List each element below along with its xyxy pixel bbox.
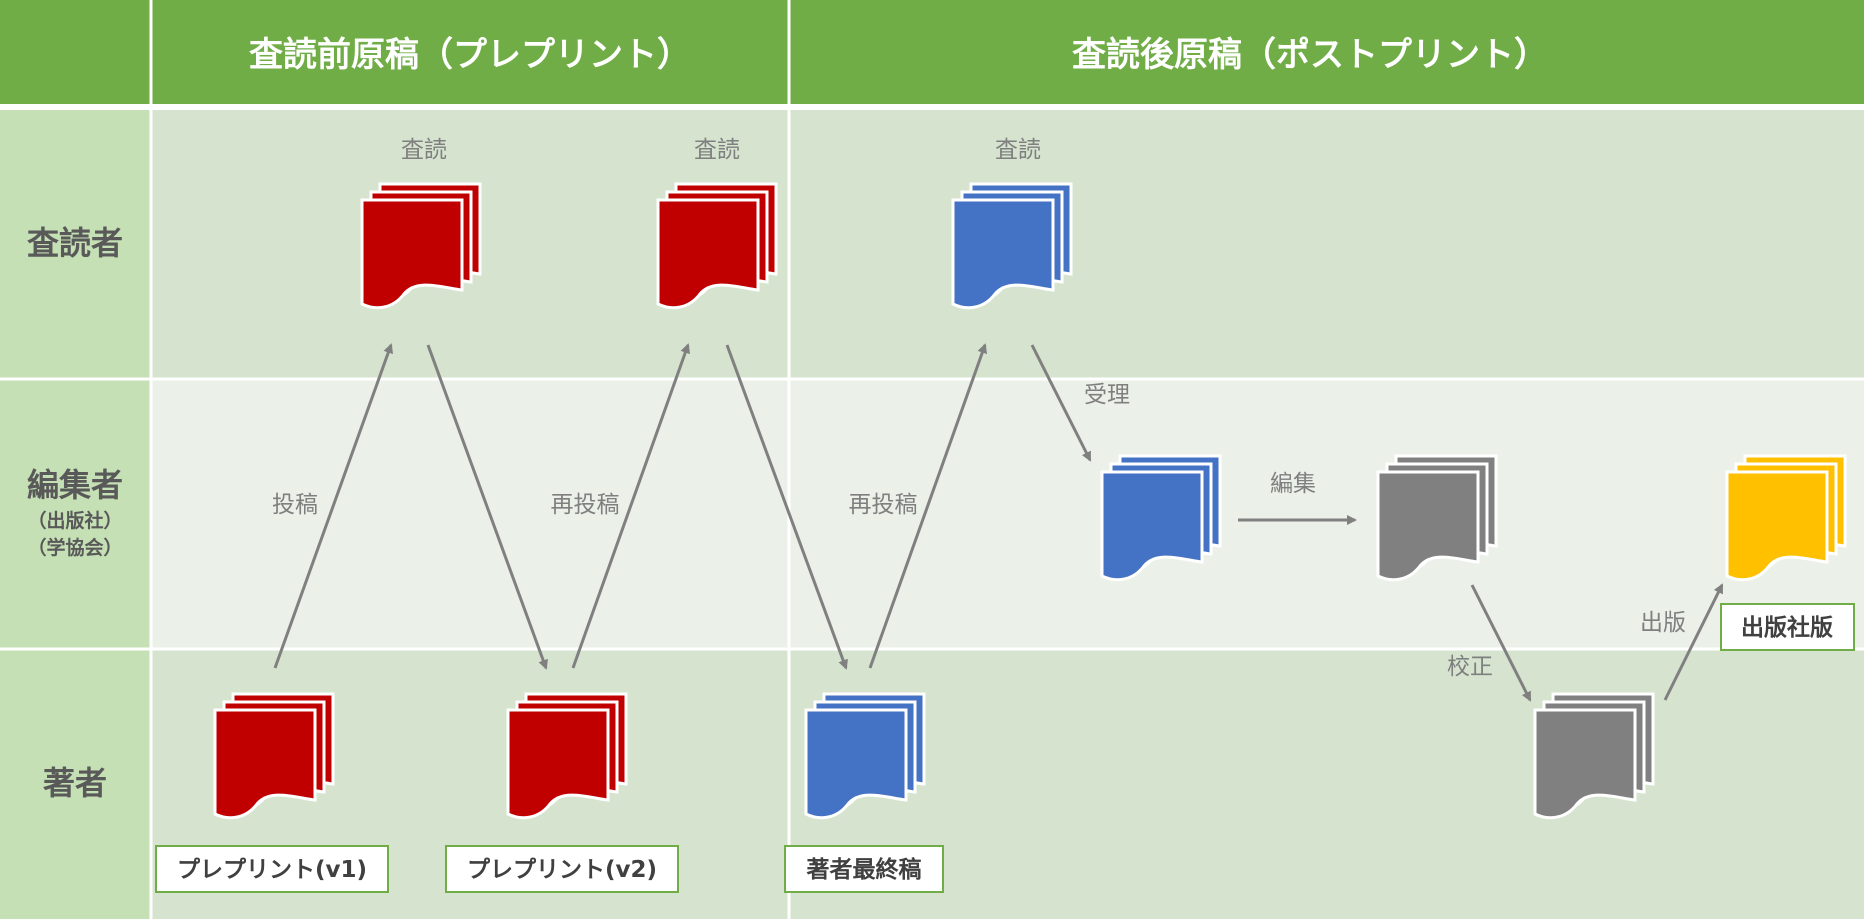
reviewer-band <box>0 110 1864 378</box>
header-divider <box>0 104 1864 110</box>
edge-label-submit: 投稿 <box>272 492 318 518</box>
arrow-review-1 <box>426 344 548 670</box>
row-label-editor-publisher: （出版社） <box>27 509 122 532</box>
edge-label-proof: 校正 <box>1447 654 1493 680</box>
edge-label-review-2: 査読 <box>694 137 740 163</box>
svg-text:出版社版: 出版社版 <box>1741 614 1833 641</box>
svg-text:著者最終稿: 著者最終稿 <box>807 856 922 883</box>
arrow-accept <box>1030 344 1092 462</box>
svg-text:プレプリント(v1): プレプリント(v1) <box>177 857 367 883</box>
doc-label-publisher-version: 出版社版 <box>1720 603 1855 651</box>
edge-label-review-1: 査読 <box>401 137 447 163</box>
arrow-publish <box>1663 583 1724 701</box>
edge-label-edit: 編集 <box>1270 471 1316 497</box>
edge-label-publish: 出版 <box>1640 610 1686 636</box>
edge-label-review-3: 査読 <box>995 137 1041 163</box>
arrow-resubmit-2 <box>868 343 988 669</box>
row-label-author: 著者 <box>43 764 107 802</box>
row-label-reviewer: 査読者 <box>27 224 123 262</box>
edge-label-accept: 受理 <box>1084 382 1130 408</box>
doc-label-author-final: 著者最終稿 <box>784 845 944 893</box>
header-band <box>0 0 1864 106</box>
doc-label-preprint-v1: プレプリント(v1) <box>155 845 389 893</box>
row-label-editor: 編集者 <box>27 466 123 504</box>
doc-label-preprint-v2: プレプリント(v2) <box>445 845 679 893</box>
svg-text:プレプリント(v2): プレプリント(v2) <box>467 857 657 883</box>
row-label-editor-society: （学協会） <box>27 536 122 559</box>
arrow-proof <box>1470 584 1532 702</box>
arrow-submit <box>273 343 394 669</box>
edge-label-resubmit-2: 再投稿 <box>849 492 918 518</box>
row-label-column <box>0 110 150 919</box>
edge-label-resubmit-1: 再投稿 <box>551 492 620 518</box>
editor-band <box>0 380 1864 648</box>
postprint-header: 査読後原稿（ポストプリント） <box>1072 35 1548 75</box>
arrow-resubmit-1 <box>571 343 691 669</box>
arrow-review-2 <box>725 344 848 670</box>
preprint-header: 査読前原稿（プレプリント） <box>249 35 691 75</box>
